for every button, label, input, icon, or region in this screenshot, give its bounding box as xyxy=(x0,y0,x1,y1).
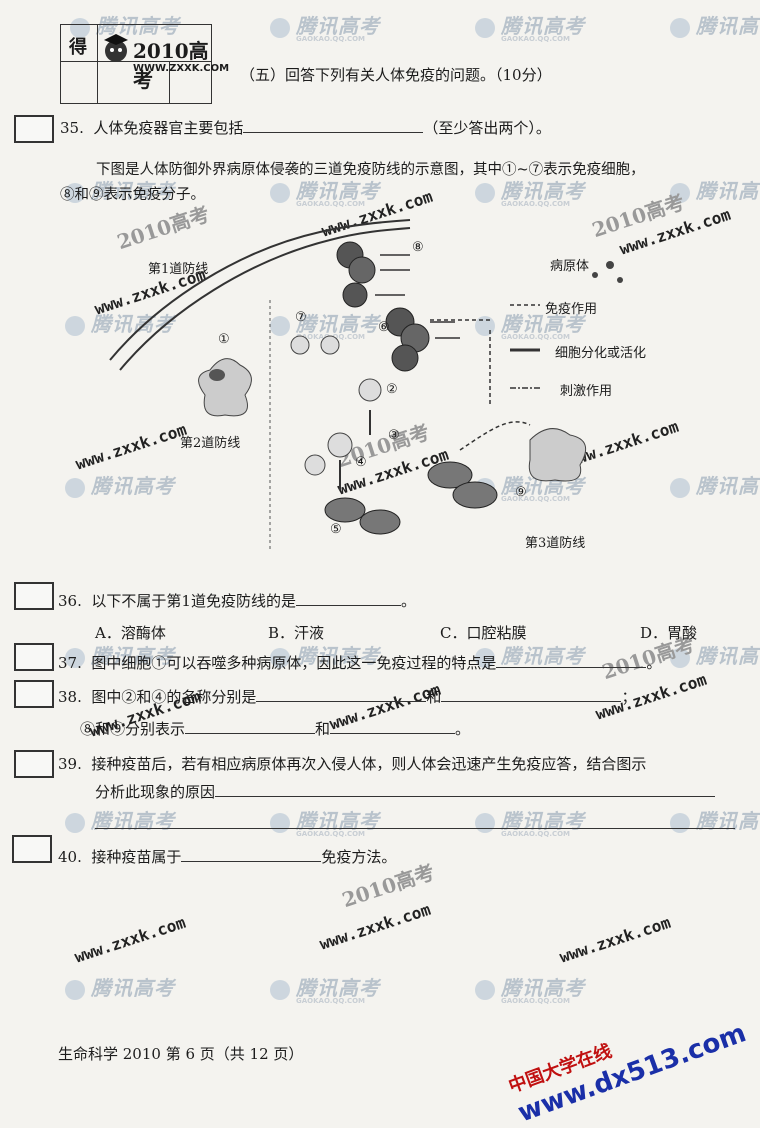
score-box-39[interactable] xyxy=(14,750,54,778)
globe-icon xyxy=(270,812,290,833)
question-37: 37. 图中细胞①可以吞噬多种病原体，因此这一免疫过程的特点是。 xyxy=(58,653,662,672)
immune-defense-diagram: 第1道防线 第2道防线 第3道防线 病原体 免疫作用 细胞分化或活化 刺激作用 … xyxy=(90,210,690,555)
watermark-tengxun: 腾讯高考 xyxy=(670,805,760,834)
answer-blank-39[interactable] xyxy=(215,782,716,797)
cell-label-5: ⑤ xyxy=(330,522,342,537)
question-35-intro-1: 下图是人体防御外界病原体侵袭的三道免疫防线的示意图，其中①~⑦表示免疫细胞， xyxy=(96,162,645,178)
globe-icon xyxy=(270,182,290,203)
globe-icon xyxy=(670,17,690,38)
page-footer: 生命科学 2010 第 6 页（共 12 页） xyxy=(58,1045,304,1063)
mascot-icon xyxy=(104,34,128,62)
globe-icon xyxy=(270,979,290,1000)
dx513-watermark: 中国大学在线 www.dx513.com xyxy=(505,1018,750,1128)
question-38-line1: 38. 图中②和④的名称分别是和； xyxy=(58,687,637,706)
line3-label: 第3道防线 xyxy=(525,536,586,551)
legend-differentiation: 细胞分化或活化 xyxy=(555,346,647,361)
question-35: 35. 人体免疫器官主要包括（至少答出两个）。 xyxy=(60,118,551,137)
option-b: B．汗液 xyxy=(268,624,325,642)
cell-label-3: ③ xyxy=(388,428,400,443)
line2-label: 第2道防线 xyxy=(180,436,241,451)
globe-icon xyxy=(270,17,290,38)
exam-page: { "header": { "score_label": "得", "logo_… xyxy=(12,10,760,1128)
score-table: 得 2010高考 WWW.ZXXK.COM xyxy=(60,24,229,104)
cell-label-7: ⑦ xyxy=(295,310,307,325)
answer-line-39[interactable] xyxy=(95,828,735,829)
globe-icon xyxy=(65,812,85,833)
option-c: C．口腔粘膜 xyxy=(440,624,527,642)
score-label: 得 xyxy=(69,37,87,58)
logo-title: 2010高考 xyxy=(133,39,209,92)
answer-blank-37[interactable] xyxy=(496,653,647,668)
answer-blank-35[interactable] xyxy=(243,118,424,133)
score-box-40[interactable] xyxy=(12,835,52,863)
answer-blank-40[interactable] xyxy=(181,847,322,862)
globe-icon xyxy=(475,979,495,1000)
cell-label-1: ① xyxy=(218,332,230,347)
diagram-drawing xyxy=(109,219,623,550)
answer-blank-38b[interactable] xyxy=(441,687,622,702)
score-box-35[interactable] xyxy=(14,115,54,143)
score-box-38[interactable] xyxy=(14,680,54,708)
answer-blank-38a[interactable] xyxy=(256,687,427,702)
answer-blank-38d[interactable] xyxy=(330,719,456,734)
globe-icon xyxy=(65,315,85,336)
cell-label-9: ⑨ xyxy=(515,485,527,500)
section-title: （五）回答下列有关人体免疫的问题。（10分） xyxy=(240,66,552,84)
option-a: A．溶酶体 xyxy=(95,624,166,642)
score-box-37[interactable] xyxy=(14,643,54,671)
globe-icon xyxy=(475,812,495,833)
question-39-line2: 分析此现象的原因 xyxy=(95,781,716,802)
cell-label-8: ⑧ xyxy=(412,240,424,255)
line1-label: 第1道防线 xyxy=(148,262,209,277)
legend-stimulation: 刺激作用 xyxy=(560,384,613,399)
watermark-zxxk: www.zxxk.com xyxy=(557,912,673,967)
globe-icon xyxy=(475,17,495,38)
cell-label-6: ⑥ xyxy=(378,320,390,335)
watermark-tengxun: 腾讯高考 xyxy=(65,805,175,834)
cell-label-2: ② xyxy=(386,382,398,397)
pathogen-label: 病原体 xyxy=(550,259,590,274)
cell-label-4: ④ xyxy=(355,455,367,470)
question-40: 40. 接种疫苗属于免疫方法。 xyxy=(58,847,397,866)
answer-blank-36[interactable] xyxy=(295,591,401,606)
question-39-line1: 39. 接种疫苗后，若有相应病原体再次入侵人体，则人体会迅速产生免疫应答，结合图… xyxy=(58,755,647,773)
answer-blank-38c[interactable] xyxy=(185,719,316,734)
watermark-tengxun: 腾讯高考 xyxy=(670,10,760,39)
option-d: D．胃酸 xyxy=(640,624,698,642)
legend-immune-effect: 免疫作用 xyxy=(545,302,598,317)
globe-icon xyxy=(670,812,690,833)
globe-icon xyxy=(65,979,85,1000)
globe-icon xyxy=(475,182,495,203)
question-35-intro-2: ⑧和⑨表示免疫分子。 xyxy=(60,187,205,203)
logo-url: WWW.ZXXK.COM xyxy=(133,63,230,74)
watermark-zxxk: www.zxxk.com xyxy=(72,912,188,967)
watermark-zxxk: www.zxxk.com xyxy=(317,899,433,954)
question-36: 36. 以下不属于第1道免疫防线的是。 xyxy=(58,591,416,610)
score-box-36[interactable] xyxy=(14,582,54,610)
question-38-line2: ⑧和⑨分别表示和。 xyxy=(80,719,471,738)
globe-icon xyxy=(65,477,85,498)
watermark-tengxun: 腾讯高考 xyxy=(65,972,175,1001)
